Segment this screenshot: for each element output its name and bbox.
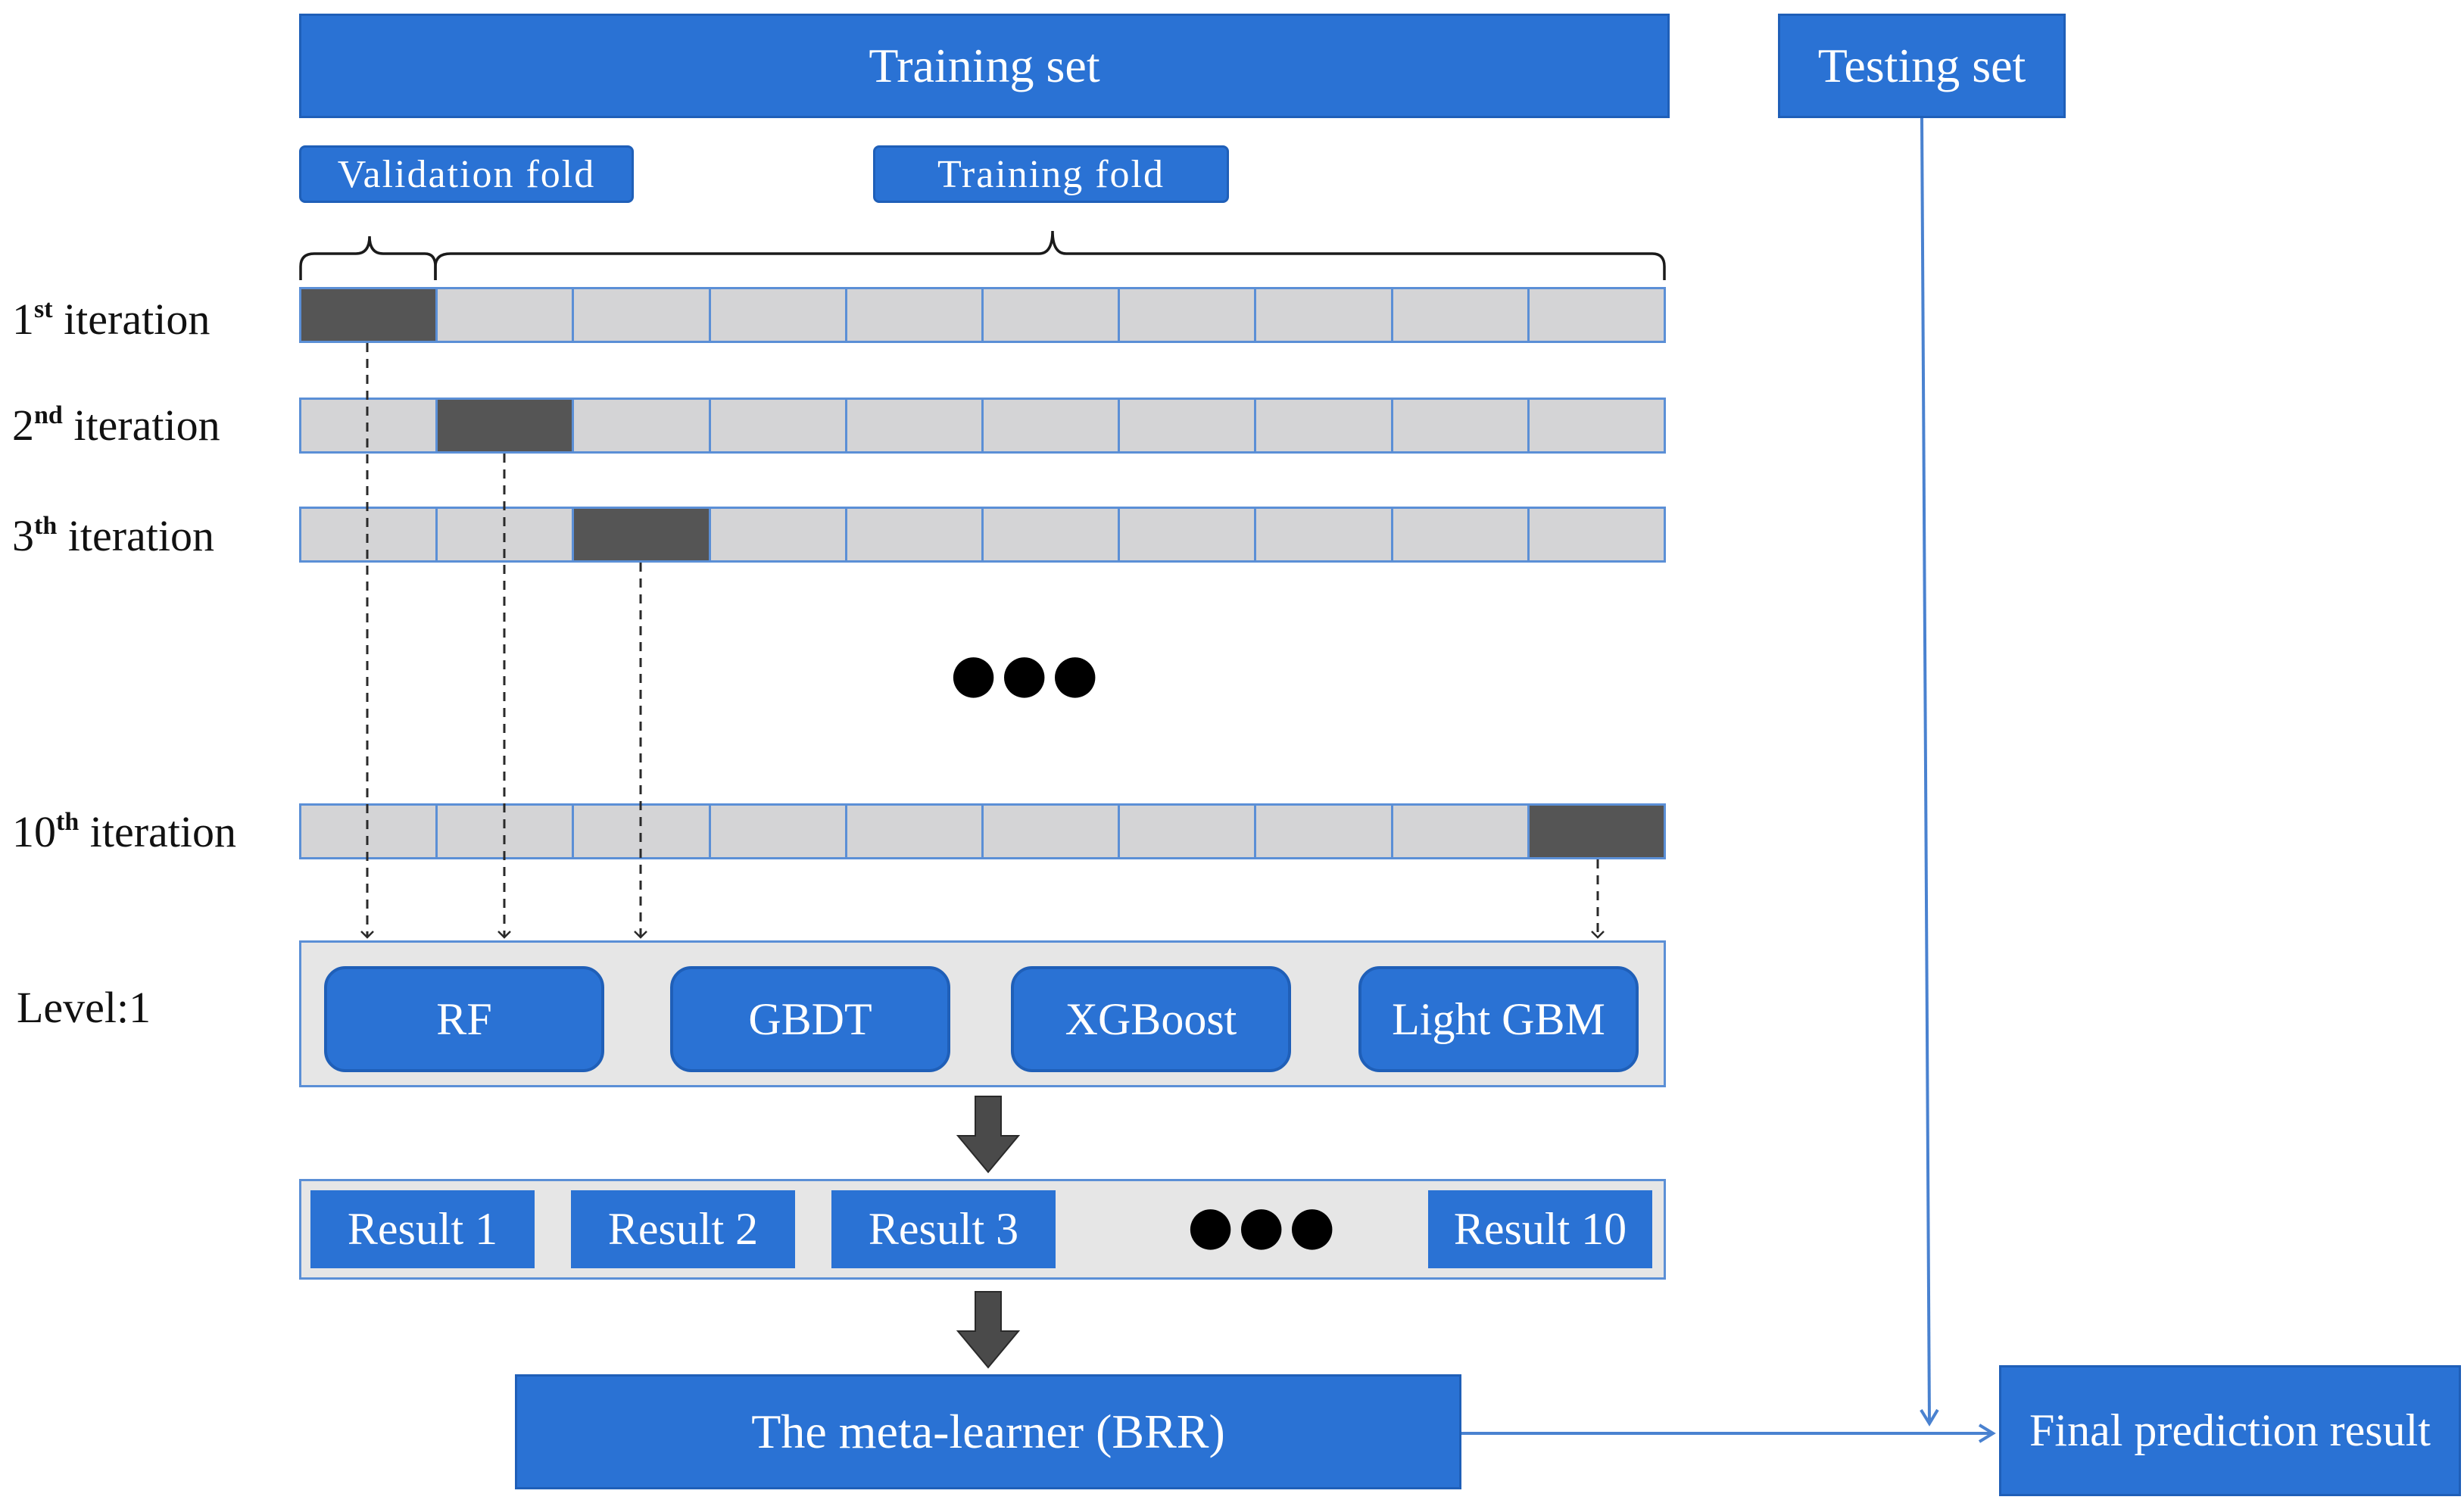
training-fold-cell: [981, 400, 1118, 451]
training-fold-brace: [434, 230, 1666, 280]
iterations-ellipsis: ●●●: [950, 642, 1103, 704]
iteration-suffix: th: [34, 512, 58, 540]
result-3: Result 3: [831, 1190, 1056, 1268]
training-fold-cell: [708, 289, 845, 341]
iteration-number: 1: [12, 295, 34, 344]
testing-set-header: Testing set: [1778, 14, 2066, 118]
fold-row-iteration-10: [299, 803, 1666, 859]
training-fold-cell: [1118, 509, 1255, 560]
iteration-number: 3: [12, 511, 34, 560]
training-fold-cell: [1390, 289, 1527, 341]
model-gbdt: GBDT: [670, 966, 950, 1072]
training-fold-cell: [301, 509, 436, 560]
iteration-label-2: 2nd iteration: [12, 400, 220, 451]
training-fold-cell: [981, 289, 1118, 341]
iteration-label-1: 1st iteration: [12, 294, 210, 345]
model-xgboost: XGBoost: [1011, 966, 1291, 1072]
training-fold-cell: [572, 400, 709, 451]
training-fold-cell: [981, 806, 1118, 857]
final-prediction-box: Final prediction result: [1999, 1365, 2461, 1496]
level-label: Level:1: [17, 983, 151, 1032]
validation-fold-cell: [1527, 806, 1664, 857]
validation-fold-cell: [435, 400, 572, 451]
result-10: Result 10: [1428, 1190, 1652, 1268]
training-fold-cell: [435, 806, 572, 857]
training-fold-cell: [1390, 400, 1527, 451]
training-fold-cell: [1118, 289, 1255, 341]
training-fold-cell: [301, 806, 436, 857]
training-fold-cell: [301, 400, 436, 451]
validation-fold-cell: [301, 289, 436, 341]
fold-row-iteration-2: [299, 398, 1666, 454]
iteration-label-10: 10th iteration: [12, 806, 236, 857]
model-rf: RF: [324, 966, 604, 1072]
training-fold-cell: [708, 400, 845, 451]
training-fold-label: Training fold: [873, 145, 1229, 203]
iteration-suffix: nd: [34, 401, 63, 429]
down-arrow-to-results: [956, 1096, 1021, 1174]
iteration-number: 10: [12, 807, 56, 856]
iteration-suffix: st: [34, 295, 53, 323]
meta-learner-box: The meta-learner (BRR): [515, 1374, 1461, 1489]
training-fold-cell: [981, 509, 1118, 560]
training-fold-cell: [1390, 509, 1527, 560]
validation-fold-label: Validation fold: [299, 145, 634, 203]
training-fold-cell: [1118, 806, 1255, 857]
iteration-text: iteration: [62, 401, 220, 450]
training-set-header: Training set: [299, 14, 1670, 118]
training-fold-cell: [844, 400, 982, 451]
iteration-suffix: th: [56, 808, 80, 836]
iteration-label-3: 3th iteration: [12, 510, 214, 561]
iteration-number: 2: [12, 401, 34, 450]
training-fold-cell: [1254, 400, 1391, 451]
down-arrow-to-meta-learner: [956, 1291, 1021, 1369]
training-fold-cell: [1118, 400, 1255, 451]
iteration-text: iteration: [57, 511, 214, 560]
training-fold-cell: [572, 806, 709, 857]
training-fold-cell: [844, 806, 982, 857]
iteration-text: iteration: [79, 807, 236, 856]
training-fold-cell: [1254, 806, 1391, 857]
training-fold-cell: [1390, 806, 1527, 857]
fold-row-iteration-1: [299, 287, 1666, 343]
testing-set-connector: [1920, 117, 1939, 1427]
result-1: Result 1: [310, 1190, 535, 1268]
validation-fold-cell: [572, 509, 709, 560]
model-lightgbm: Light GBM: [1358, 966, 1639, 1072]
training-fold-cell: [708, 806, 845, 857]
result-2: Result 2: [571, 1190, 795, 1268]
training-fold-cell: [1254, 289, 1391, 341]
training-fold-cell: [1254, 509, 1391, 560]
results-ellipsis: ●●●: [1187, 1194, 1340, 1256]
training-fold-cell: [1527, 289, 1664, 341]
training-fold-cell: [844, 289, 982, 341]
training-fold-cell: [572, 289, 709, 341]
training-fold-cell: [844, 509, 982, 560]
validation-fold-brace: [299, 235, 437, 280]
training-fold-cell: [1527, 509, 1664, 560]
training-fold-cell: [708, 509, 845, 560]
iteration-text: iteration: [52, 295, 211, 344]
training-fold-cell: [435, 289, 572, 341]
training-fold-cell: [1527, 400, 1664, 451]
